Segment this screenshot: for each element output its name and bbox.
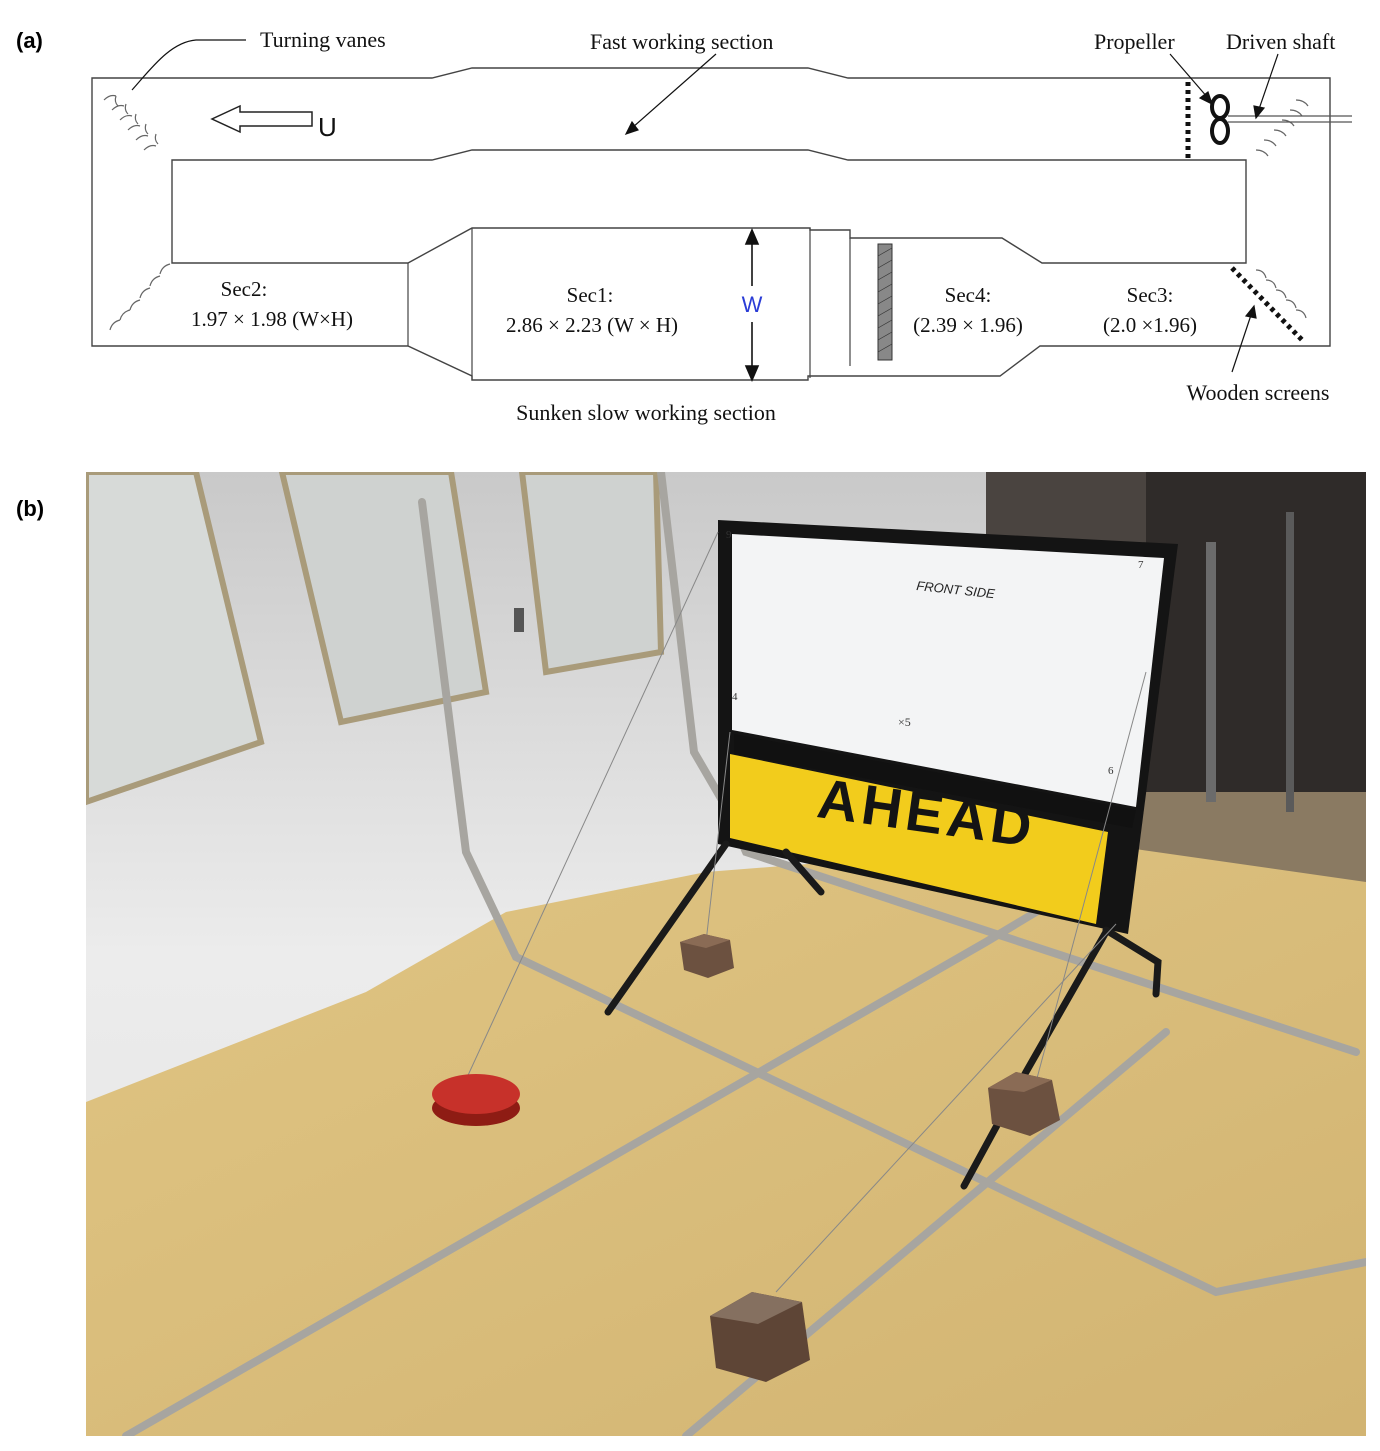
turning-vanes-label: Turning vanes <box>260 27 386 52</box>
turning-vanes-top-right <box>1255 99 1309 157</box>
sec1-dims: 2.86 × 2.23 (W × H) <box>506 313 678 337</box>
panel-b-label: (b) <box>16 496 45 521</box>
propeller-icon <box>1210 94 1230 145</box>
driven-shaft <box>1228 115 1352 123</box>
sunken-section-label: Sunken slow working section <box>516 400 776 425</box>
sign-legs <box>604 840 1162 1190</box>
width-symbol-label: W <box>742 292 763 317</box>
screen-block <box>877 243 893 361</box>
tunnel-outer-wall <box>91 67 1331 381</box>
mark-4: 4 <box>732 691 738 703</box>
turning-vanes-top-left <box>103 94 159 151</box>
driven-shaft-label: Driven shaft <box>1226 29 1335 54</box>
mark-6: 6 <box>1108 765 1114 777</box>
tunnel-floor <box>86 842 1366 1436</box>
wind-tunnel-photo: AHEAD FRONT SIDE 9 7 4 ×5 6 <box>86 472 1366 1436</box>
sec2-dims: 1.97 × 1.98 (W×H) <box>191 307 353 331</box>
propeller-label: Propeller <box>1094 29 1175 54</box>
turning-vanes-bottom-left <box>109 263 171 331</box>
wooden-screens-line <box>1230 266 1306 344</box>
wall-windows <box>86 472 665 806</box>
flow-symbol-label: U <box>318 112 337 142</box>
sec4-name: Sec4: <box>945 283 992 307</box>
sec3-name: Sec3: <box>1127 283 1174 307</box>
sec3-dims: (2.0 ×1.96) <box>1103 313 1197 337</box>
sec4-dims: (2.39 × 1.96) <box>913 313 1023 337</box>
panel-a-label: (a) <box>16 28 43 53</box>
mark-7: 7 <box>1138 559 1144 571</box>
width-arrow <box>744 227 760 383</box>
mark-9: 9 <box>726 529 732 541</box>
red-disc-weight <box>432 1074 520 1126</box>
hex-weight-back <box>680 934 734 978</box>
ahead-sign: AHEAD FRONT SIDE 9 7 4 ×5 6 <box>718 520 1178 934</box>
tunnel-inner-wall <box>171 149 1247 264</box>
mark-5: ×5 <box>898 715 911 729</box>
wooden-screens-label: Wooden screens <box>1186 380 1329 405</box>
sign-yellow-panel <box>730 754 1108 924</box>
turning-vanes-bottom-right <box>1255 269 1307 319</box>
hex-weight-front <box>710 1292 810 1382</box>
sec1-name: Sec1: <box>567 283 614 307</box>
fast-working-section-label: Fast working section <box>590 29 773 54</box>
sec2-name: Sec2: <box>221 277 268 301</box>
flow-direction-arrow <box>210 104 313 134</box>
wind-tunnel-diagram: Turning vanes Fast working section Prope… <box>91 27 1352 425</box>
hex-weight-right <box>988 1072 1060 1136</box>
